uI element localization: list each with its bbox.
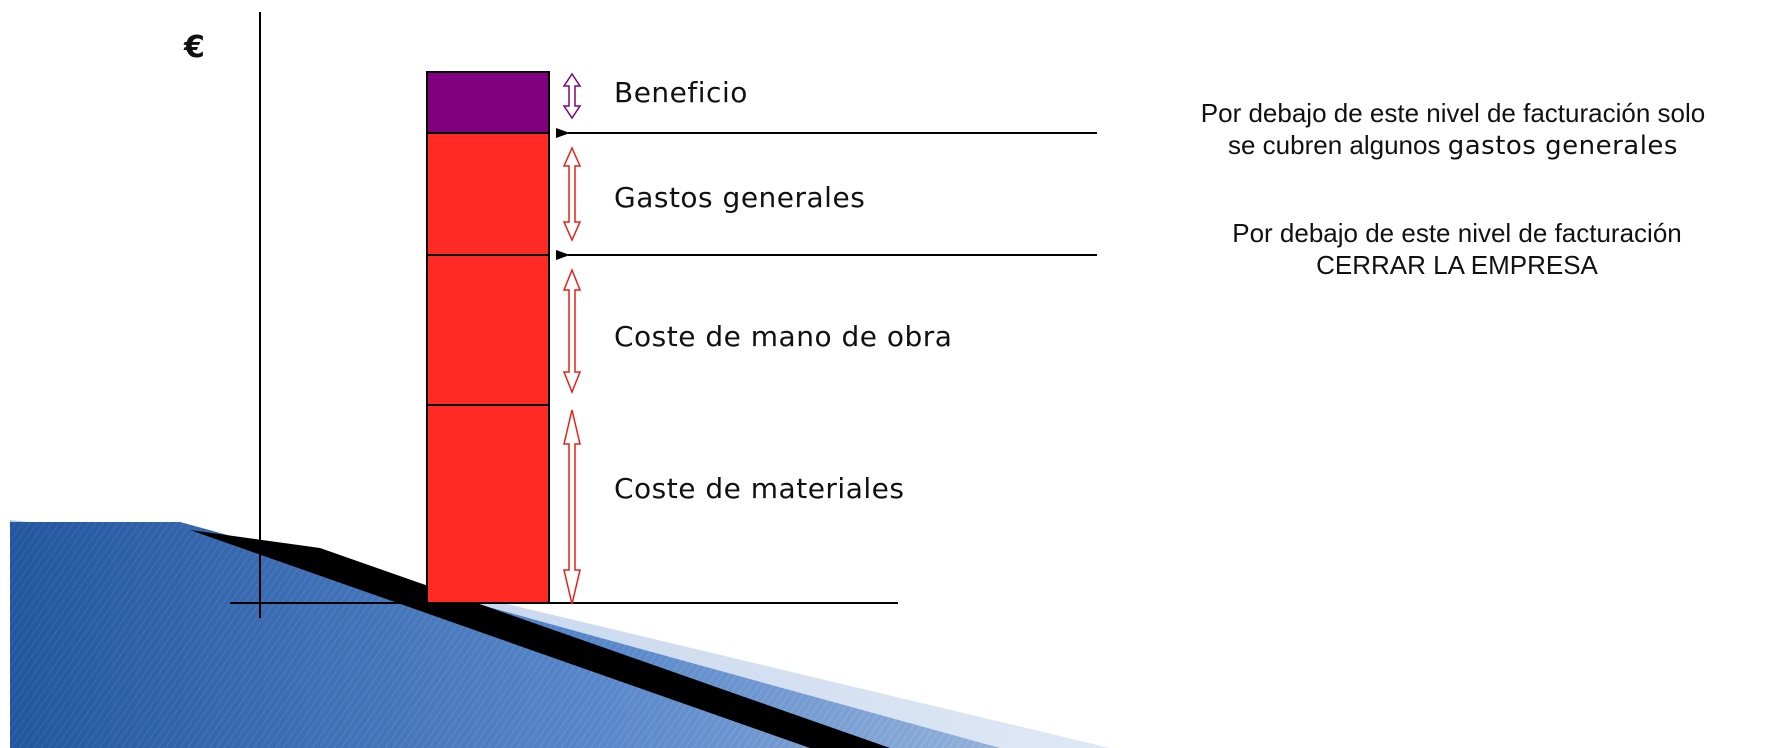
label-beneficio: Beneficio — [614, 76, 748, 109]
label-gastos-generales: Gastos generales — [614, 181, 866, 214]
y-axis-currency-symbol: € — [184, 30, 205, 65]
double-arrow-materiales — [563, 409, 581, 605]
label-mano-de-obra: Coste de mano de obra — [614, 320, 953, 353]
double-arrow-mano-de-obra — [562, 267, 582, 395]
bar-segment-mano-de-obra — [426, 254, 550, 406]
note-gastos-line1: Por debajo de este nivel de facturación … — [1200, 98, 1706, 128]
note-cerrar-line1: Por debajo de este nivel de facturación — [1232, 218, 1682, 248]
note-cerrar-threshold: Por debajo de este nivel de facturación … — [1158, 217, 1756, 281]
decorative-swoosh — [10, 520, 1110, 748]
note-gastos-line2b: gastos generales — [1447, 131, 1678, 161]
bar-segment-gastos-generales — [426, 132, 550, 256]
label-materiales: Coste de materiales — [614, 472, 905, 505]
bar-segment-materiales — [426, 404, 550, 604]
note-gastos-line2a: se cubren algunos — [1228, 130, 1448, 160]
note-gastos-line2: se cubren algunos gastos generales — [1140, 129, 1766, 162]
note-gastos-threshold: Por debajo de este nivel de facturación … — [1140, 97, 1766, 162]
note-cerrar-line2: CERRAR LA EMPRESA — [1316, 250, 1598, 280]
bar-segment-beneficio — [426, 71, 550, 134]
double-arrow-beneficio — [562, 72, 582, 120]
double-arrow-gastos-generales — [562, 146, 582, 242]
